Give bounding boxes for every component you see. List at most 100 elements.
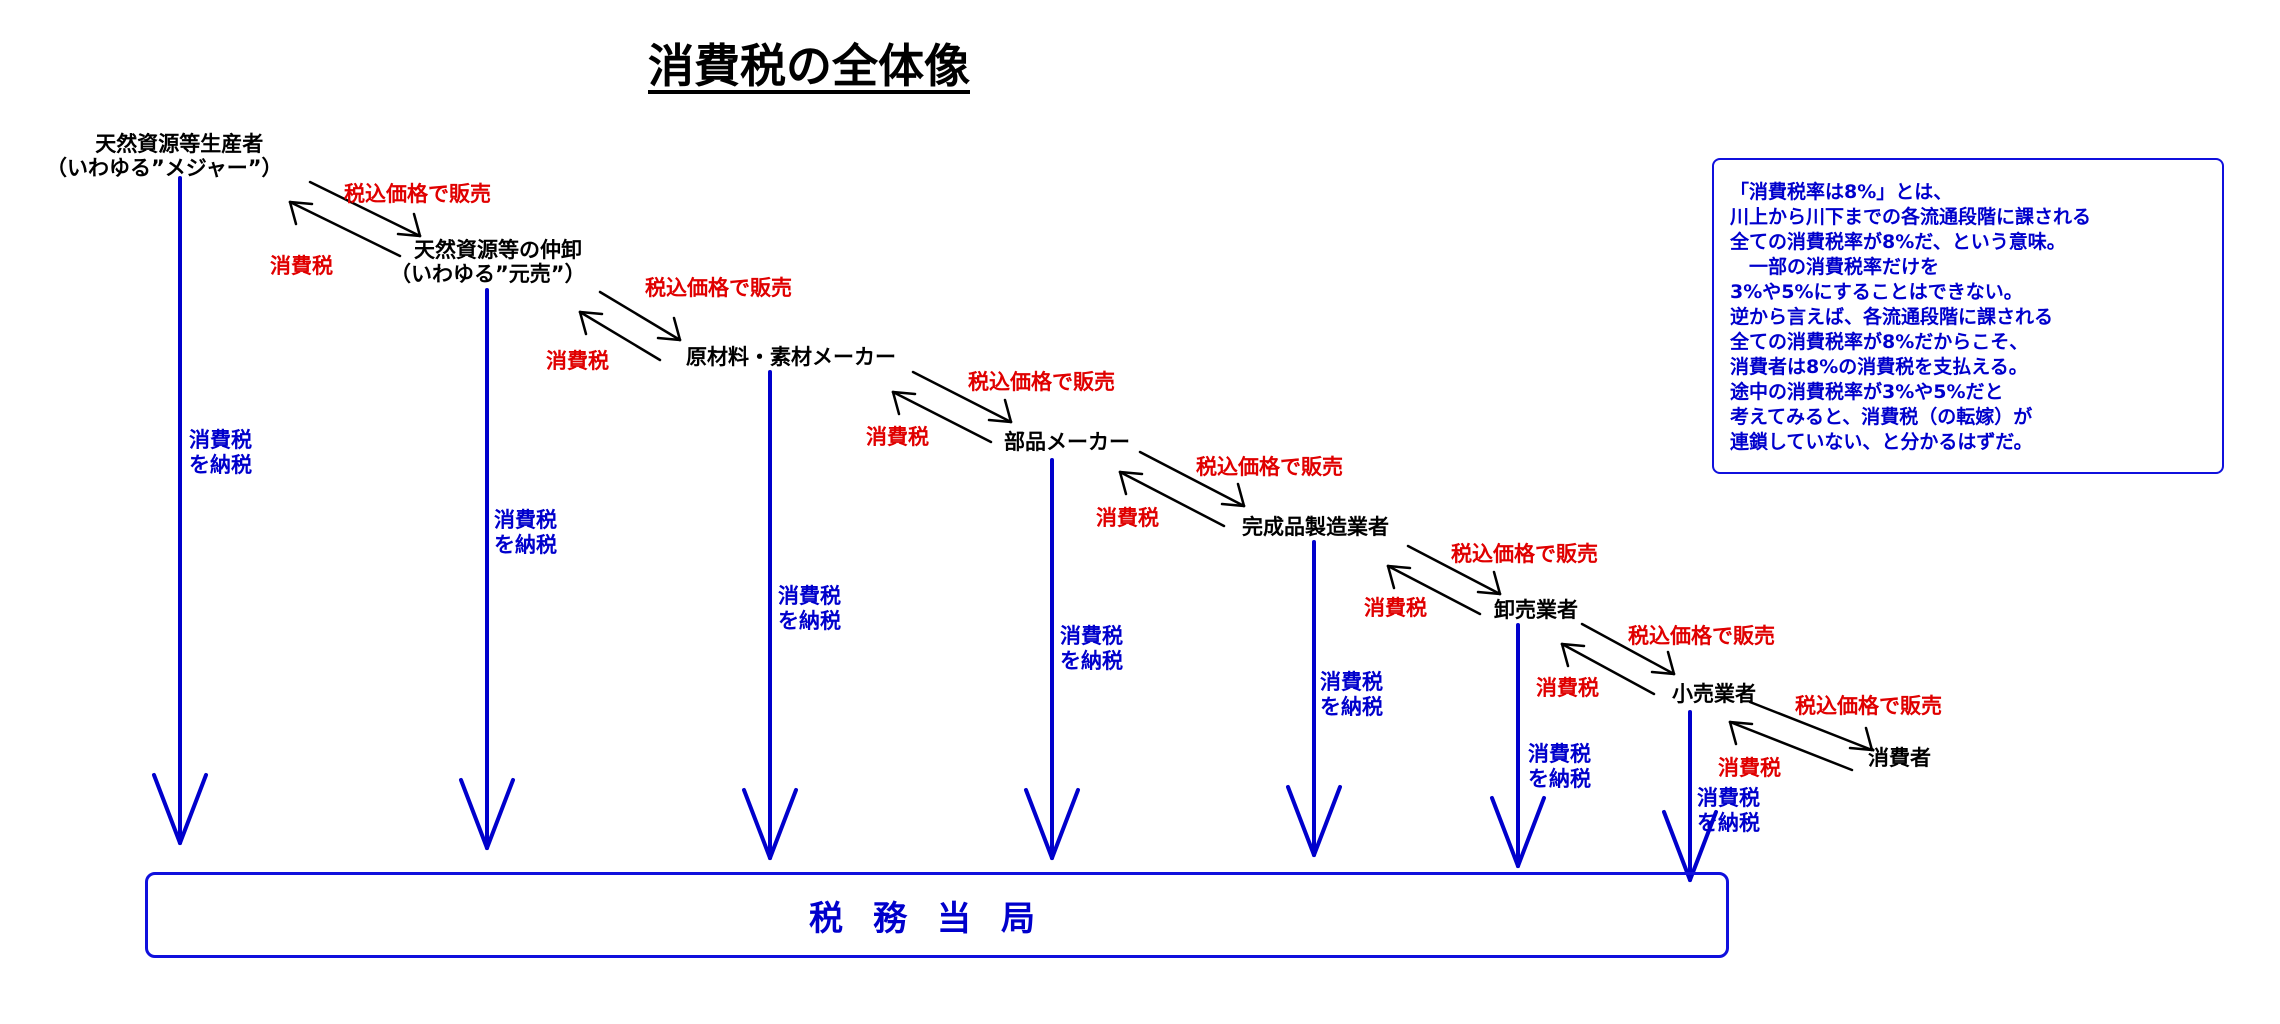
note-line: 途中の消費税率が3%や5%だと xyxy=(1730,381,2004,403)
sale-flow-arrowhead xyxy=(656,336,682,342)
tax-label: 消費税 xyxy=(270,254,333,278)
sale-flow-arrow xyxy=(911,370,1013,424)
stage-label: 消費者 xyxy=(1868,746,1931,770)
sale-label: 税込価格で販売 xyxy=(1196,455,1343,479)
stage-label: 原材料・素材メーカー xyxy=(686,345,896,369)
tax-label: 消費税 xyxy=(546,349,609,373)
note-box: 「消費税率は8%」とは、 川上から川下までの各流通段階に課される 全ての消費税率… xyxy=(1712,158,2224,474)
sale-flow-arrowhead xyxy=(1236,482,1246,508)
tax-flow-arrowhead xyxy=(1560,642,1570,668)
tax-flow-arrowhead xyxy=(891,390,901,416)
sale-flow-arrowhead xyxy=(1650,670,1676,676)
sale-flow-arrow xyxy=(1580,622,1676,676)
sale-flow-arrowhead xyxy=(1220,502,1246,508)
tax-authority-box: 税務当局 xyxy=(145,872,1729,958)
note-line: 「消費税率は8%」とは、 xyxy=(1730,181,1953,203)
sale-flow-arrowhead xyxy=(1492,570,1502,596)
note-line: 連鎖していない、と分かるはずだ。 xyxy=(1730,431,2033,453)
tax-flow-arrowhead xyxy=(1560,642,1586,648)
stage-label: 完成品製造業者 xyxy=(1242,515,1389,539)
tax-payment-arrowhead xyxy=(152,773,182,845)
tax-payment-arrowhead xyxy=(742,788,772,860)
sale-flow-arrowhead xyxy=(1476,590,1502,596)
pay-label: 消費税を納税 xyxy=(1060,624,1123,673)
tax-payment-arrowhead xyxy=(178,773,208,845)
pay-label: 消費税を納税 xyxy=(778,584,841,633)
tax-label: 消費税 xyxy=(1364,596,1427,620)
pay-label: 消費税を納税 xyxy=(1697,786,1760,835)
tax-label: 消費税 xyxy=(866,425,929,449)
tax-flow-arrow xyxy=(1386,564,1482,616)
tax-payment-arrowhead xyxy=(1286,785,1316,857)
tax-flow-arrowhead xyxy=(1118,470,1128,496)
sale-label: 税込価格で販売 xyxy=(344,182,491,206)
tax-flow-arrowhead xyxy=(1386,564,1396,590)
note-line: 川上から川下までの各流通段階に課される xyxy=(1730,206,2092,228)
sale-flow-arrow xyxy=(308,180,422,238)
tax-flow-arrow xyxy=(578,310,662,362)
sale-label: 税込価格で販売 xyxy=(1451,542,1598,566)
tax-flow-arrowhead xyxy=(288,200,314,206)
stage-label: 天然資源等の仲卸 （いわゆる”元売”） xyxy=(390,238,586,286)
tax-flow-arrowhead xyxy=(578,310,604,316)
note-line: 一部の消費税率だけを xyxy=(1730,256,1940,278)
tax-flow-arrowhead xyxy=(891,390,917,396)
sale-flow-arrowhead xyxy=(412,212,422,238)
sale-flow-arrow xyxy=(1406,544,1502,596)
note-line: 3%や5%にすることはできない。 xyxy=(1730,281,2023,303)
stage-label: 天然資源等生産者 （いわゆる”メジャー”） xyxy=(46,132,283,180)
sale-flow-arrowhead xyxy=(396,232,422,238)
tax-payment-arrowhead xyxy=(1024,788,1054,860)
note-line: 全ての消費税率が8%だ、という意味。 xyxy=(1730,231,2066,253)
sale-flow-arrowhead xyxy=(1864,726,1874,752)
sale-flow-arrowhead xyxy=(1003,398,1013,424)
stage-label: 卸売業者 xyxy=(1494,598,1578,622)
note-line: 消費者は8%の消費税を支払える。 xyxy=(1730,356,2028,378)
pay-label: 消費税を納税 xyxy=(1320,670,1383,719)
tax-flow-arrow xyxy=(891,390,993,444)
tax-payment-arrowhead xyxy=(1312,785,1342,857)
tax-flow-arrowhead xyxy=(288,200,298,226)
tax-flow-arrowhead xyxy=(1728,720,1738,746)
tax-label: 消費税 xyxy=(1536,676,1599,700)
sale-label: 税込価格で販売 xyxy=(968,370,1115,394)
tax-flow-arrow xyxy=(1728,720,1854,772)
sale-flow-arrow xyxy=(1748,700,1874,752)
pay-label: 消費税を納税 xyxy=(189,428,252,477)
sale-flow-arrowhead xyxy=(672,316,682,342)
sale-flow-arrow xyxy=(598,290,682,342)
page-title: 消費税の全体像 xyxy=(648,39,970,93)
tax-flow-arrow xyxy=(288,200,402,258)
tax-payment-arrowhead xyxy=(1516,796,1546,868)
note-line: 全ての消費税率が8%だからこそ、 xyxy=(1730,331,2029,353)
tax-payment-arrowhead xyxy=(459,778,489,850)
tax-label: 消費税 xyxy=(1718,756,1781,780)
note-line: 考えてみると、消費税（の転嫁）が xyxy=(1730,406,2033,428)
tax-payment-arrowhead xyxy=(1662,810,1692,882)
stage-label: 小売業者 xyxy=(1672,682,1756,706)
tax-flow-arrowhead xyxy=(578,310,588,336)
note-line: 逆から言えば、各流通段階に課される xyxy=(1730,306,2054,328)
stage-label: 部品メーカー xyxy=(1004,430,1130,454)
sale-flow-arrowhead xyxy=(1666,650,1676,676)
tax-label: 消費税 xyxy=(1096,506,1159,530)
tax-payment-arrowhead xyxy=(1688,810,1718,882)
tax-payment-arrowhead xyxy=(1050,788,1080,860)
tax-flow-arrow xyxy=(1118,470,1226,528)
tax-flow-arrowhead xyxy=(1386,564,1412,570)
sale-label: 税込価格で販売 xyxy=(1795,694,1942,718)
sale-label: 税込価格で販売 xyxy=(645,276,792,300)
tax-payment-arrowhead xyxy=(768,788,798,860)
tax-payment-arrowhead xyxy=(1490,796,1520,868)
tax-payment-arrowhead xyxy=(485,778,515,850)
sale-label: 税込価格で販売 xyxy=(1628,624,1775,648)
tax-flow-arrow xyxy=(1560,642,1656,696)
tax-flow-arrowhead xyxy=(1728,720,1754,726)
pay-label: 消費税を納税 xyxy=(494,508,557,557)
pay-label: 消費税を納税 xyxy=(1528,742,1591,791)
sale-flow-arrow xyxy=(1138,450,1246,508)
sale-flow-arrowhead xyxy=(987,418,1013,424)
tax-flow-arrowhead xyxy=(1118,470,1144,476)
sale-flow-arrowhead xyxy=(1848,746,1874,752)
